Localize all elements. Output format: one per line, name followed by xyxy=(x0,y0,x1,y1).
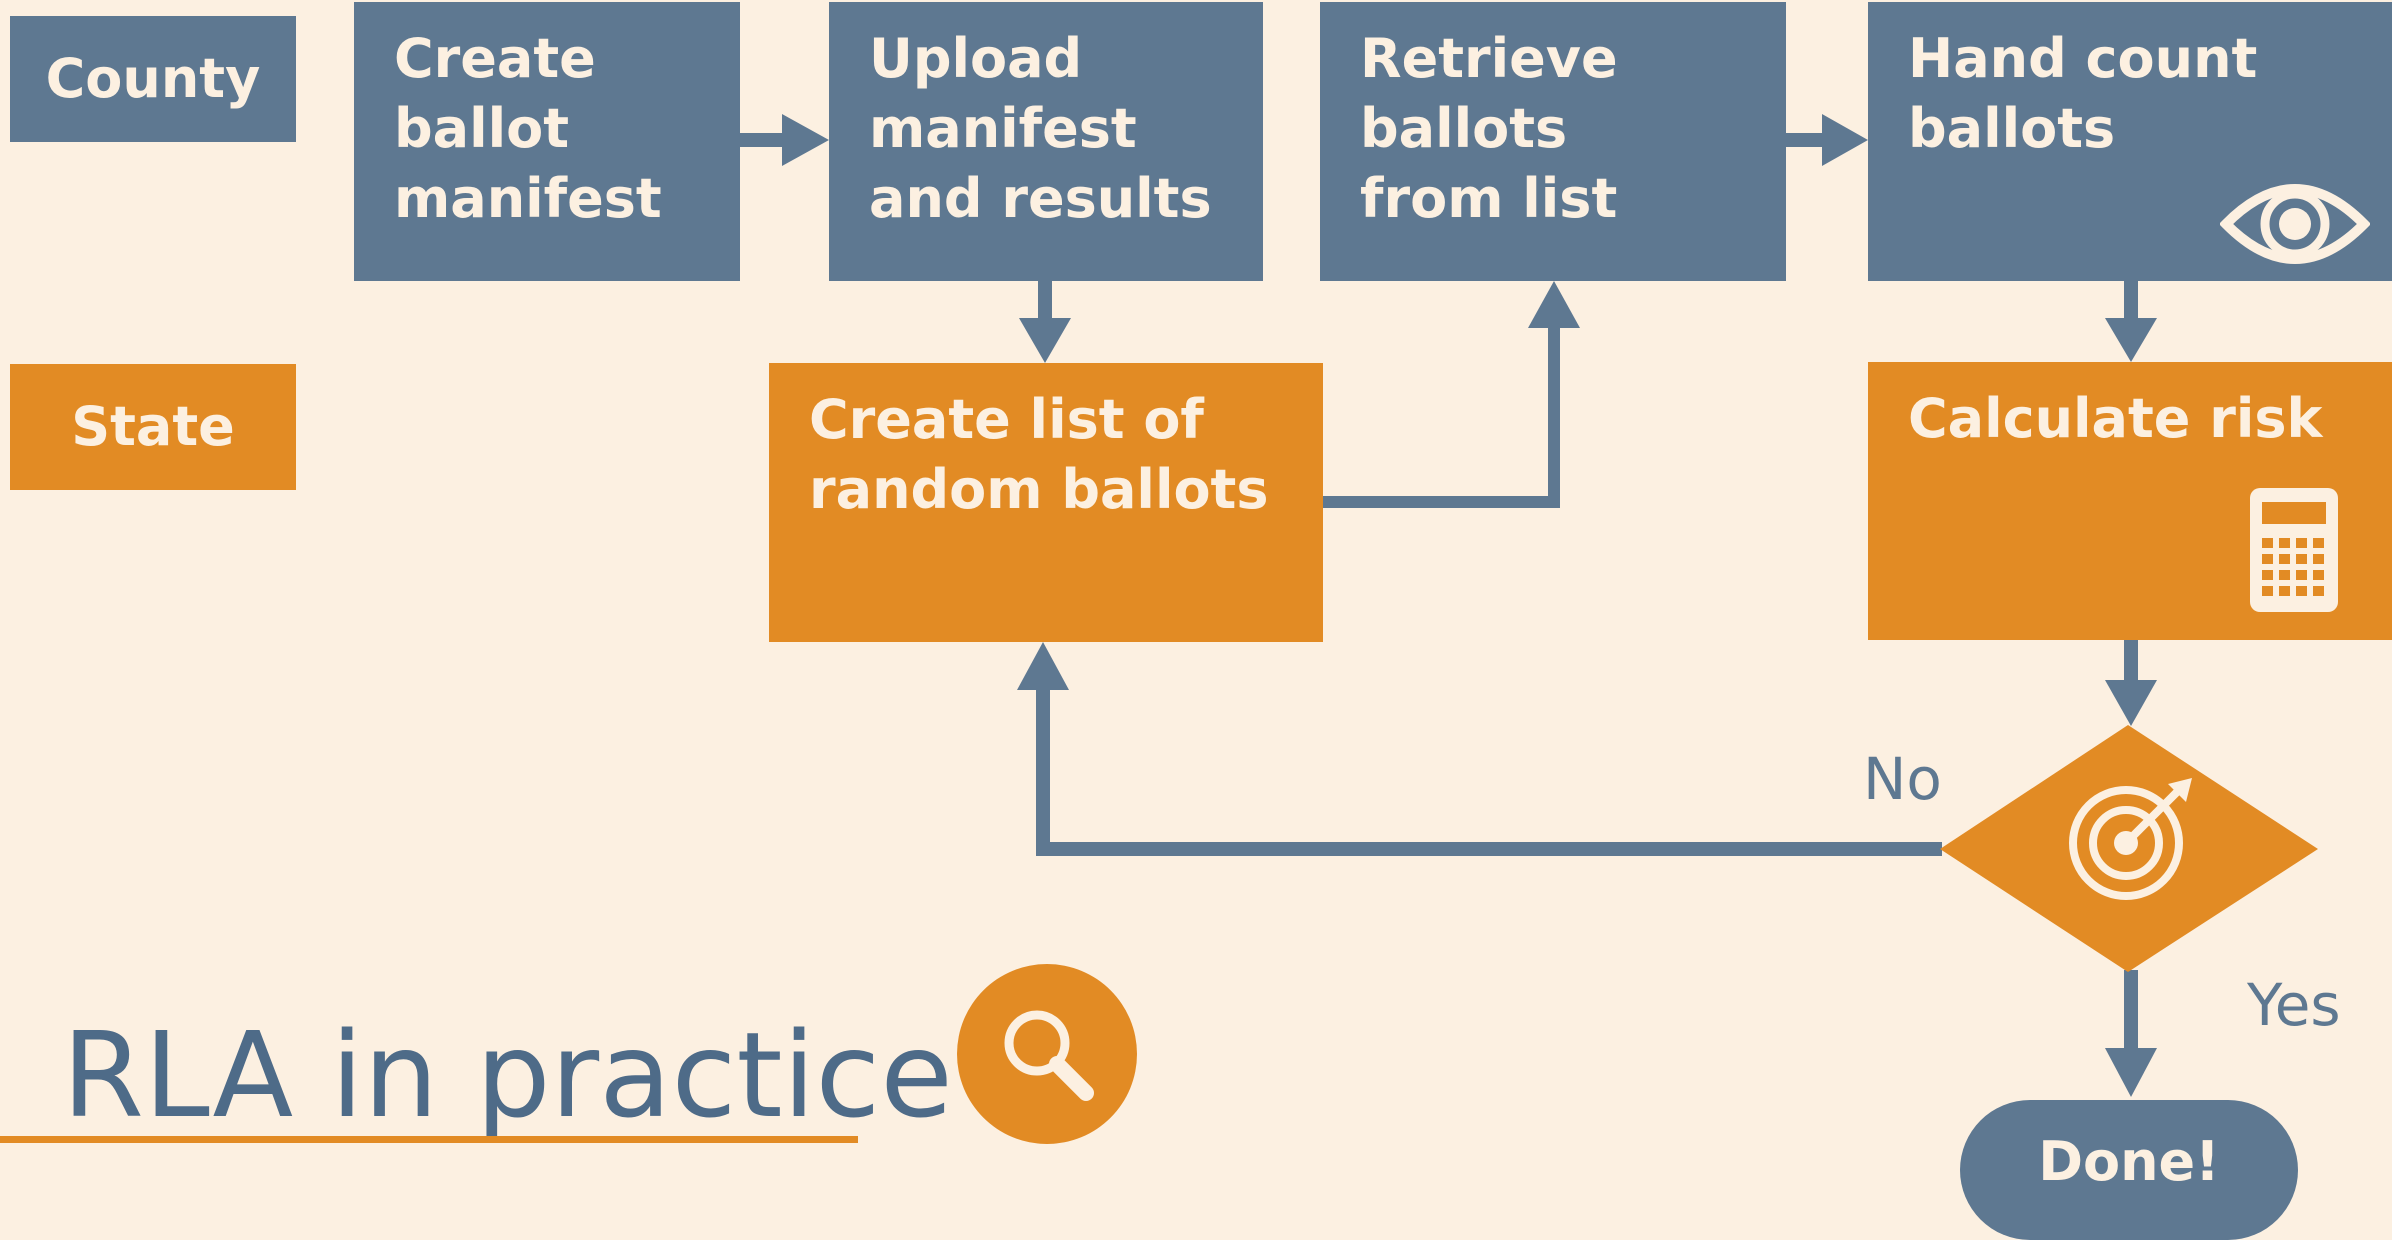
arrowhead-list-loop xyxy=(1017,642,1069,690)
legend-county-label: County xyxy=(45,47,261,110)
connector-calc-to-decision xyxy=(2124,640,2138,685)
target-icon xyxy=(2069,778,2192,900)
step-text-line: manifest xyxy=(394,167,662,230)
step-text-line: Upload xyxy=(869,27,1083,90)
step-text-line: Calculate risk xyxy=(1908,387,2323,450)
step-text-line: ballots xyxy=(1908,97,2116,160)
connector-retrieve-to-count xyxy=(1786,133,1826,147)
step-text-line: and results xyxy=(869,167,1212,230)
connector-yes xyxy=(2124,970,2138,1052)
eye-icon xyxy=(2220,184,2370,264)
step-hand-count-ballots: Hand count ballots xyxy=(1868,2,2392,281)
step-create-random-list: Create list of random ballots xyxy=(769,363,1323,642)
legend-state: State xyxy=(10,364,296,490)
title-underline xyxy=(0,1136,858,1143)
magnifier-icon xyxy=(957,964,1137,1144)
step-create-ballot-manifest: Create ballot manifest xyxy=(354,2,740,281)
step-text-line: ballot xyxy=(394,97,570,160)
connector-upload-to-list xyxy=(1038,281,1052,323)
done-label: Done! xyxy=(2038,1130,2220,1193)
arrowhead-count xyxy=(1822,114,1868,166)
step-text-line: from list xyxy=(1360,167,1618,230)
connector-list-to-retrieve-h xyxy=(1323,496,1560,508)
step-upload-manifest-results: Upload manifest and results xyxy=(829,2,1263,281)
step-text-line: manifest xyxy=(869,97,1137,160)
arrowhead-upload xyxy=(782,114,829,166)
arrowhead-retrieve xyxy=(1528,281,1580,328)
step-text-line: Hand count xyxy=(1908,27,2258,90)
legend-state-label: State xyxy=(71,395,235,458)
connector-manifest-to-upload xyxy=(740,133,785,147)
step-text-line: Create list of xyxy=(809,388,1204,451)
connector-no-v xyxy=(1036,686,1050,856)
arrowhead-decision xyxy=(2105,680,2157,726)
decision-yes-label: Yes xyxy=(2247,971,2341,1039)
step-text-line: Retrieve xyxy=(1360,27,1618,90)
step-text-line: ballots xyxy=(1360,97,1568,160)
page-title: RLA in practice xyxy=(62,1006,953,1144)
legend-county: County xyxy=(10,16,296,142)
connector-list-to-retrieve-v xyxy=(1548,322,1560,508)
step-text-line: Create xyxy=(394,27,596,90)
arrowhead-done xyxy=(2105,1048,2157,1097)
decision-no-label: No xyxy=(1863,745,1942,813)
step-text-line: random ballots xyxy=(809,458,1269,521)
arrowhead-calc xyxy=(2105,318,2157,362)
done-terminal: Done! xyxy=(1960,1100,2298,1240)
connector-no-h xyxy=(1036,842,1942,856)
arrowhead-list xyxy=(1019,318,1071,363)
calculator-icon xyxy=(2250,488,2338,612)
step-retrieve-ballots: Retrieve ballots from list xyxy=(1320,2,1786,281)
connector-count-to-calc xyxy=(2124,281,2138,323)
step-calculate-risk: Calculate risk xyxy=(1868,362,2392,640)
